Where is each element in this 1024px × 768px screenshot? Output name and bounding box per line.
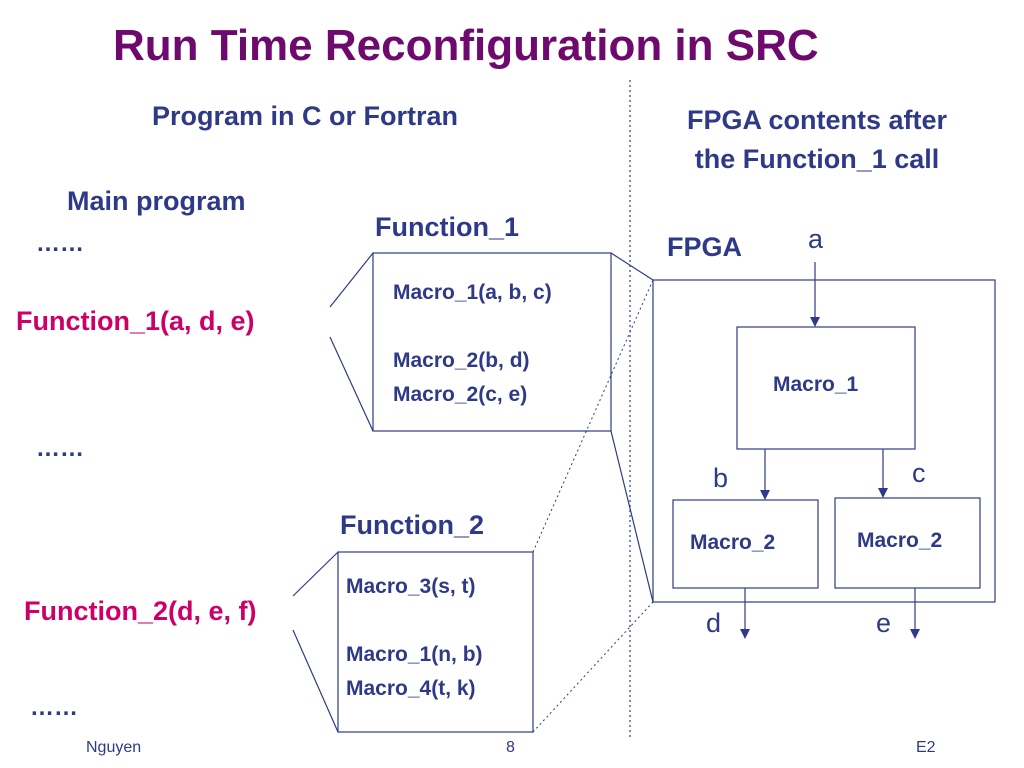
signal-d: d [706, 608, 722, 638]
zoom-line-f1-bottom [329, 336, 374, 432]
signal-a: a [808, 224, 824, 254]
function-2-line-3: Macro_4(t, k) [346, 677, 476, 700]
function-2-label: Function_2 [340, 510, 485, 540]
function-1-label: Function_1 [375, 212, 520, 242]
signal-b: b [713, 463, 729, 493]
zoom-line-f2-bottom [292, 629, 339, 733]
projection-line-bottom [610, 430, 654, 603]
zoom-line-f1-top [329, 252, 374, 308]
signal-c: c [912, 458, 926, 488]
footer-code: E2 [916, 739, 936, 756]
right-heading-line-2: the Function_1 call [694, 144, 940, 174]
function-2-line-2: Macro_1(n, b) [346, 643, 483, 666]
function-1-line-2: Macro_2(b, d) [393, 349, 530, 372]
function-2-call: Function_2(d, e, f) [24, 596, 257, 626]
function-2-box [337, 551, 534, 733]
ellipsis-2: …… [36, 435, 84, 462]
macro-2-left-label: Macro_2 [690, 531, 776, 554]
macro-1-label: Macro_1 [773, 373, 859, 396]
footer-author: Nguyen [86, 739, 142, 756]
projection-line-top [610, 252, 654, 281]
footer-page-number: 8 [506, 739, 515, 756]
function-1-line-1: Macro_1(a, b, c) [393, 281, 552, 304]
function-2-line-1: Macro_3(s, t) [346, 575, 476, 598]
projection-dotted-top [532, 279, 654, 553]
ellipsis-3: …… [30, 694, 78, 721]
left-heading: Program in C or Fortran [152, 101, 459, 131]
zoom-line-f2-top [292, 551, 339, 597]
ellipsis-1: …… [36, 230, 84, 257]
right-heading-line-1: FPGA contents after [686, 105, 948, 135]
function-1-line-3: Macro_2(c, e) [393, 383, 528, 406]
projection-dotted-bottom [532, 601, 654, 733]
macro-2-right-label: Macro_2 [857, 529, 943, 552]
fpga-box [652, 279, 996, 603]
function-1-call: Function_1(a, d, e) [16, 306, 255, 336]
macro-1-box [736, 326, 916, 450]
signal-e: e [876, 608, 892, 638]
function-1-box [372, 252, 612, 432]
fpga-label: FPGA [667, 232, 743, 262]
macro-2-right-box [834, 497, 981, 589]
slide-title: Run Time Reconfiguration in SRC [113, 21, 819, 70]
main-program-label: Main program [67, 186, 246, 216]
